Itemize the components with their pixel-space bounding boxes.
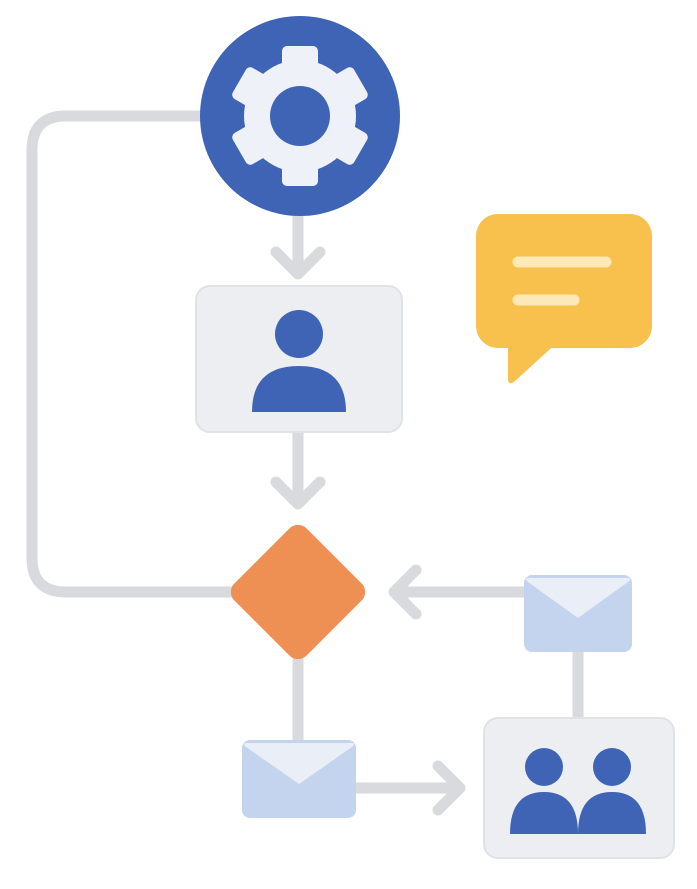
decision-node[interactable] [226, 520, 370, 664]
note-node[interactable] [476, 214, 652, 384]
outgoing-message-node[interactable] [242, 740, 356, 818]
team-node[interactable] [483, 717, 675, 859]
loop-back-connector [26, 110, 238, 598]
gear-to-user-arrowhead [270, 246, 326, 280]
process-start-node[interactable] [200, 16, 400, 216]
gear-hole [270, 86, 330, 146]
user-card [195, 285, 403, 433]
user-step-node[interactable] [195, 285, 403, 433]
chat-bubble-icon [476, 214, 652, 384]
connectors [26, 110, 584, 816]
envelope-icon [524, 575, 632, 652]
user-to-decision-arrowhead [270, 476, 326, 510]
envelope-to-team-arrowhead [432, 760, 466, 816]
users-icon [510, 748, 646, 834]
envelope-icon [242, 740, 356, 818]
envelope-to-decision-arrowhead [388, 564, 422, 620]
decision-diamond-icon [230, 524, 366, 660]
incoming-message-node[interactable] [524, 575, 632, 652]
team-card [483, 717, 675, 859]
user-icon [252, 310, 346, 412]
